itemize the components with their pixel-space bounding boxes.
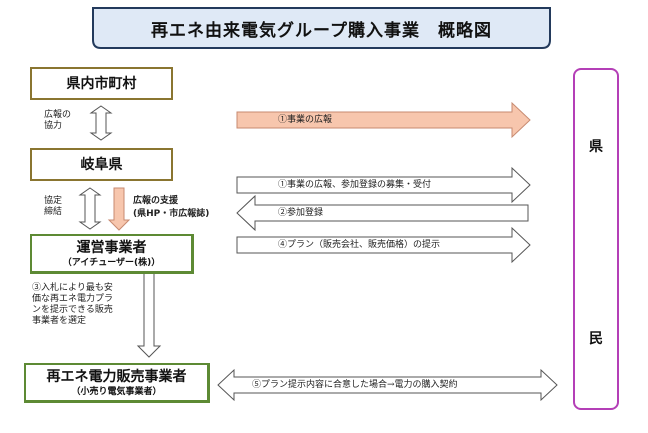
flow-label-3: ②参加登録 <box>278 208 324 218</box>
bidding-line-1: ③入札により最も安 <box>32 283 113 293</box>
citizens-box <box>573 68 619 410</box>
flow-label-2: ①事業の広報、参加登録の募集・受付 <box>278 180 432 190</box>
bidding-line-3: ンを提示できる販売 <box>32 305 113 315</box>
pr-support-line-1: 広報の支援 <box>133 196 179 206</box>
citizens-char-1: 県 <box>589 139 603 155</box>
flow-arrow-4 <box>236 226 531 264</box>
cooperation-line-1: 広報の <box>44 110 72 120</box>
municipalities-box: 県内市町村 <box>30 67 173 100</box>
flow-arrow-5 <box>217 368 558 402</box>
flow-label-1: ①事業の広報 <box>278 115 333 125</box>
retailer-sub: （小売り電気事業者） <box>71 386 162 397</box>
cooperation-arrow <box>89 105 113 141</box>
flow-label-4: ④プラン（販売会社、販売価格）の提示 <box>278 240 441 250</box>
pr-support-label: 広報の支援 (県HP・市広報誌) <box>133 196 243 220</box>
cooperation-label: 広報の 協力 <box>44 110 84 132</box>
agreement-line-1: 協定 <box>44 196 63 206</box>
citizens-char-2: 民 <box>589 331 603 347</box>
pr-support-line-2: (県HP・市広報誌) <box>133 209 210 219</box>
flow-arrow-2 <box>236 166 531 204</box>
pr-support-arrow <box>107 187 131 231</box>
retailer-name: 再エネ電力販売事業者 <box>46 368 187 385</box>
bidding-arrow <box>136 271 162 358</box>
page-title: 再エネ由来電気グループ購入事業 概略図 <box>151 20 492 41</box>
flow-arrow-1 <box>236 101 531 139</box>
flow-arrow-3 <box>236 194 529 232</box>
gifu-prefecture-box: 岐阜県 <box>30 148 173 181</box>
operator-name: 運営事業者 <box>76 239 147 256</box>
agreement-label: 協定 締結 <box>44 196 80 218</box>
bidding-label: ③入札により最も安 価な再エネ電力プラ ンを提示できる販売 事業者を選定 <box>32 283 142 327</box>
operator-box: 運営事業者 （アイチューザー(株)） <box>30 234 194 274</box>
agreement-arrow <box>78 187 102 230</box>
agreement-line-2: 締結 <box>44 207 63 217</box>
bidding-line-4: 事業者を選定 <box>32 316 87 326</box>
cooperation-line-2: 協力 <box>44 121 63 131</box>
operator-sub: （アイチューザー(株)） <box>62 257 161 268</box>
bidding-line-2: 価な再エネ電力プラ <box>32 294 114 304</box>
gifu-prefecture-label: 岐阜県 <box>80 156 123 173</box>
municipalities-label: 県内市町村 <box>66 75 137 92</box>
retailer-box: 再エネ電力販売事業者 （小売り電気事業者） <box>24 363 210 403</box>
title-frame <box>92 7 551 49</box>
flow-label-5: ⑤プラン提示内容に合意した場合→電力の購入契約 <box>252 380 458 390</box>
